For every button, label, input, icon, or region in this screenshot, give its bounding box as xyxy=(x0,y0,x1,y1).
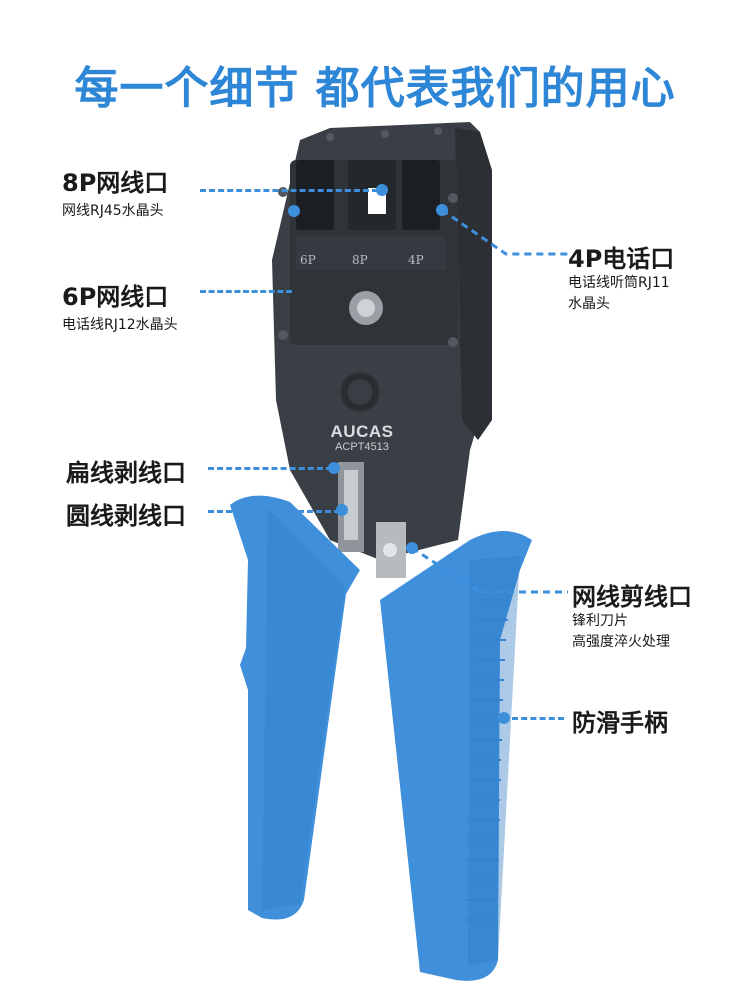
callout-cutter-desc-line2: 高强度淬火处理 xyxy=(572,634,670,650)
callout-grip-dot xyxy=(498,712,510,724)
tool-head-side xyxy=(455,128,492,440)
callout-cutter-desc-line1: 锋利刀片 xyxy=(572,613,628,629)
callout-cutter-leader xyxy=(411,546,568,594)
slot-label-8p: 8P xyxy=(352,253,368,267)
callout-8p-title: 8P网线口 xyxy=(62,169,169,197)
logo-ring-icon xyxy=(340,372,380,412)
callout-flat-strip-leader xyxy=(208,467,332,470)
callout-grip-title: 防滑手柄 xyxy=(572,709,668,737)
handle-right xyxy=(380,531,532,981)
callout-4p-title: 4P电话口 xyxy=(568,245,675,273)
callout-6p-desc: 电话线RJ12水晶头 xyxy=(62,317,178,333)
callout-6p-leader xyxy=(200,290,292,293)
callout-4p-leader xyxy=(441,208,568,256)
slot-4p xyxy=(402,160,440,230)
callout-8p-dot xyxy=(376,184,388,196)
page-headline: 每一个细节 都代表我们的用心 xyxy=(74,63,676,114)
callout-8p-desc: 网线RJ45水晶头 xyxy=(62,203,164,219)
callout-cutter-title: 网线剪线口 xyxy=(572,583,692,611)
handle-left xyxy=(230,495,360,920)
callout-round-strip-leader xyxy=(208,510,340,513)
callout-flat-strip-dot xyxy=(328,462,340,474)
slot-label-6p: 6P xyxy=(300,253,316,267)
model-number: ACPT4513 xyxy=(335,441,389,453)
callout-8p-leader xyxy=(200,189,378,192)
callout-flat-strip-title: 扁线剥线口 xyxy=(66,459,186,487)
callout-round-strip-title: 圆线剥线口 xyxy=(66,502,186,530)
callout-4p-desc-line1: 电话线听筒RJ11 xyxy=(568,275,670,291)
callout-4p-desc-line2: 水晶头 xyxy=(568,296,610,312)
slot-label-4p: 4P xyxy=(408,253,424,267)
callout-round-strip-dot xyxy=(336,504,348,516)
callout-8p-dot-left xyxy=(288,205,300,217)
callout-grip-leader xyxy=(512,717,564,720)
slot-8p xyxy=(296,160,334,230)
callout-6p-title: 6P网线口 xyxy=(62,283,169,311)
brand-logo-text: AUCAS xyxy=(330,422,394,441)
